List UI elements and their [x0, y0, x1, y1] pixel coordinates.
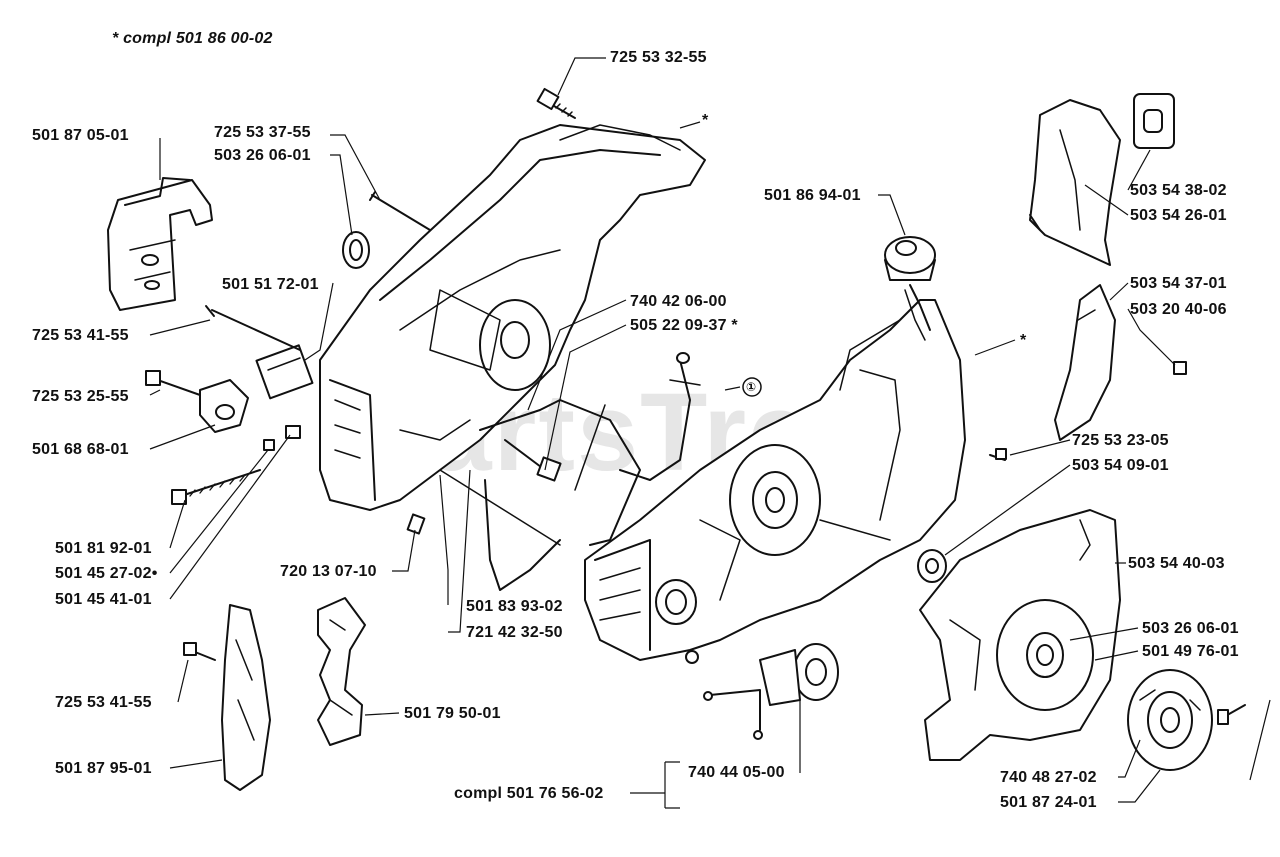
long-screw-1 [369, 191, 431, 231]
nut-right [917, 549, 947, 583]
leader-725533755 [330, 134, 381, 201]
clutch-cover [919, 509, 1121, 761]
leader-asterisk-top [679, 121, 701, 129]
leader-asterisk-mid [974, 339, 1016, 356]
part-label: 501 87 24-01 [1000, 794, 1097, 811]
part-label: 503 26 06-01 [1142, 620, 1239, 637]
chain-brake-cover [1054, 284, 1187, 441]
part-label: 503 54 37-01 [1130, 275, 1227, 292]
part-label: 501 86 94-01 [764, 187, 861, 204]
chain-catcher [183, 604, 271, 791]
leader-compl-bracket [630, 761, 680, 809]
leader-503542601 [1084, 184, 1129, 216]
part-label: 740 44 05-00 [688, 764, 785, 781]
leader-501454101 [169, 434, 291, 600]
leader-501686801 [149, 424, 216, 450]
part-label: 725 53 23-05 [1072, 432, 1169, 449]
guide-piece [504, 352, 701, 482]
crankcase-right [584, 299, 966, 664]
leader-501872401 [1118, 769, 1161, 803]
leader-503543701 [1109, 282, 1129, 301]
oil-pump [703, 643, 839, 740]
part-label: 720 13 07-10 [280, 563, 377, 580]
part-label: 501 51 72-01 [222, 276, 319, 293]
clutch-drum [1127, 669, 1213, 771]
leader-501839302 [439, 474, 449, 605]
part-label: 740 42 06-00 [630, 293, 727, 310]
leader-725534155b [177, 659, 189, 703]
part-label: 501 87 95-01 [55, 760, 152, 777]
leader-503260601b [1069, 627, 1139, 641]
deflector [1029, 93, 1175, 266]
leader-505220937 [544, 324, 627, 471]
part-label: 503 54 38-02 [1130, 182, 1227, 199]
leader-720130710 [392, 529, 416, 572]
leader-501879501 [169, 759, 223, 769]
leader-501452702 [169, 449, 269, 574]
tensioner [145, 305, 314, 505]
part-label: 501 79 50-01 [404, 705, 501, 722]
leader-725534155a [149, 319, 211, 336]
part-label: 725 53 25-55 [32, 388, 129, 405]
leader-721423250 [448, 469, 471, 633]
part-label: 725 53 41-55 [32, 327, 129, 344]
part-label: 721 42 32-50 [466, 624, 563, 641]
leader-501795001 [364, 712, 400, 716]
part-label: 503 54 26-01 [1130, 207, 1227, 224]
part-label: 503 54 09-01 [1072, 457, 1169, 474]
leader-501869401 [878, 194, 906, 236]
part-label: 725 53 41-55 [55, 694, 152, 711]
part-label: 740 48 27-02 [1000, 769, 1097, 786]
part-label: 501 68 68-01 [32, 441, 129, 458]
crankcase-left [319, 124, 706, 511]
bumper-spike [317, 597, 366, 746]
part-label: 501 45 41-01 [55, 591, 152, 608]
leader-right-edge [1249, 699, 1271, 781]
part-label: compl 501 76 56-02 [454, 785, 604, 802]
part-label: 725 53 37-55 [214, 124, 311, 141]
part-label: 505 22 09-37 * [630, 317, 738, 334]
header-note: * compl 501 86 00-02 [112, 30, 273, 47]
part-label: 501 87 05-01 [32, 127, 129, 144]
seal-ring [342, 231, 370, 269]
asterisk-marker: * [702, 112, 709, 129]
part-label: 725 53 32-55 [610, 49, 707, 66]
leader-725532305 [1009, 439, 1071, 456]
chain-guide-plate [107, 177, 213, 311]
leader-503540901 [944, 464, 1071, 556]
leader-503204006 [1127, 308, 1176, 366]
leader-503260601a [330, 154, 353, 236]
part-label: 503 54 40-03 [1128, 555, 1225, 572]
bolt-top [536, 87, 576, 119]
part-label: 501 49 76-01 [1142, 643, 1239, 660]
leader-740420600 [527, 299, 627, 411]
leader-725533255 [557, 57, 606, 96]
part-label: 503 20 40-06 [1130, 301, 1227, 318]
leader-503543802 [1127, 149, 1151, 191]
part-label: 501 83 93-02 [466, 598, 563, 615]
asterisk-marker: * [1020, 332, 1027, 349]
leader-725532555 [149, 389, 161, 396]
leader-501497601 [1094, 650, 1139, 661]
leader-501517201 [304, 282, 334, 361]
circle-marker: ① [746, 380, 757, 394]
part-label: 503 26 06-01 [214, 147, 311, 164]
part-label: 501 81 92-01 [55, 540, 152, 557]
pin [406, 513, 426, 535]
leader-740482702 [1118, 739, 1141, 778]
oil-cap [884, 236, 936, 341]
leader-circle-marker [724, 386, 741, 391]
gasket [439, 399, 641, 591]
leader-501819201 [169, 499, 186, 549]
part-label: 501 45 27-02• [55, 565, 158, 582]
